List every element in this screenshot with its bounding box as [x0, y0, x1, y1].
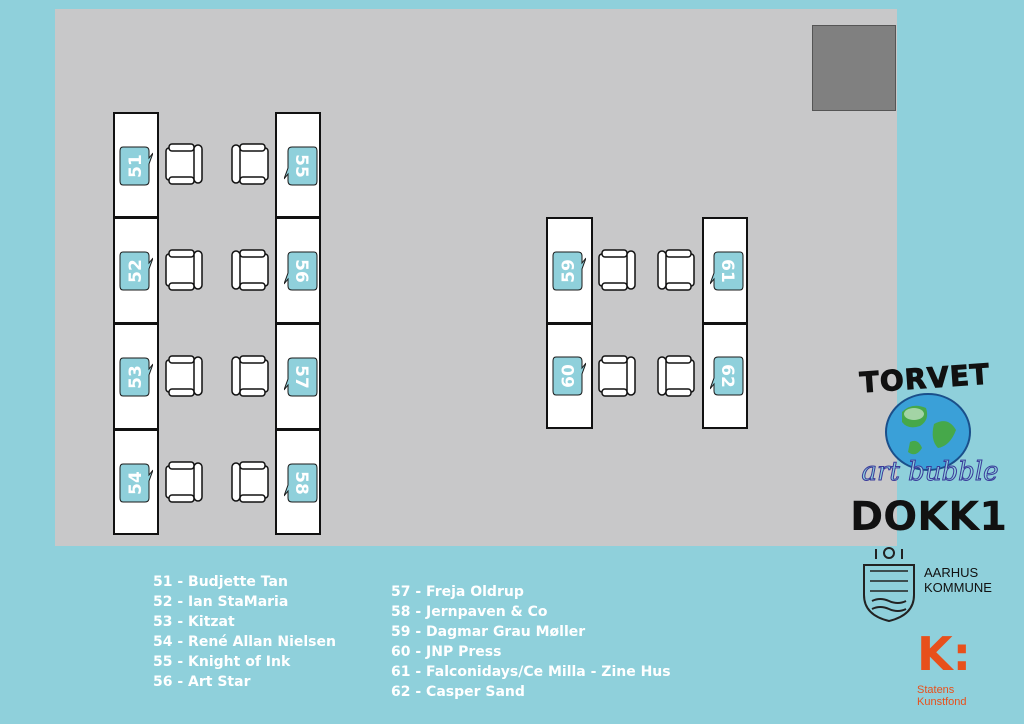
chair — [596, 354, 638, 398]
stand-bubble-56: 56 — [284, 249, 318, 293]
legend-entry-57: 57 - Freja Oldrup — [391, 584, 524, 600]
legend-entry-53: 53 - Kitzat — [153, 614, 235, 630]
legend-entry-60: 60 - JNP Press — [391, 644, 502, 660]
stand-number-61: 61 — [717, 259, 737, 283]
statens-line-2: Kunstfond — [917, 696, 967, 708]
stand-bubble-55: 55 — [284, 144, 318, 188]
aarhus-line-1: AARHUS — [924, 565, 979, 580]
chair — [163, 354, 205, 398]
stand-number-60: 60 — [559, 364, 579, 388]
torvet-text: TORVET — [859, 357, 991, 399]
legend-entry-59: 59 - Dagmar Grau Møller — [391, 624, 586, 640]
chair — [655, 354, 697, 398]
legend-entry-55: 55 - Knight of Ink — [153, 654, 291, 670]
stand-bubble-52: 52 — [119, 249, 153, 293]
stand-bubble-53: 53 — [119, 355, 153, 399]
stand-number-56: 56 — [291, 259, 311, 283]
pillar — [812, 25, 896, 111]
torvet-art-bubble-logo: TORVET art bubble — [850, 350, 1000, 490]
statens-kunstfond-logo: K: Statens Kunstfond — [917, 630, 997, 720]
chair — [229, 142, 271, 186]
chair — [229, 460, 271, 504]
legend-entry-61: 61 - Falconidays/Ce Milla - Zine Hus — [391, 664, 671, 680]
stand-bubble-59: 59 — [552, 249, 586, 293]
aarhus-line-2: KOMMUNE — [924, 580, 992, 595]
stand-number-57: 57 — [291, 365, 311, 389]
chair — [655, 248, 697, 292]
chair — [229, 248, 271, 292]
stand-number-52: 52 — [126, 259, 146, 283]
legend-column-1: 51 - Budjette Tan 52 - Ian StaMaria 53 -… — [153, 572, 336, 692]
stand-bubble-57: 57 — [284, 355, 318, 399]
legend-entry-62: 62 - Casper Sand — [391, 684, 525, 700]
legend-entry-51: 51 - Budjette Tan — [153, 574, 288, 590]
art-bubble-text: art bubble — [861, 457, 998, 487]
stand-bubble-54: 54 — [119, 461, 153, 505]
stand-bubble-58: 58 — [284, 461, 318, 505]
stand-number-51: 51 — [126, 154, 146, 178]
stand-bubble-60: 60 — [552, 354, 586, 398]
chair — [163, 460, 205, 504]
legend-entry-52: 52 - Ian StaMaria — [153, 594, 289, 610]
kunstfond-mark: K: — [917, 627, 972, 681]
stand-number-53: 53 — [126, 365, 146, 389]
chair — [596, 248, 638, 292]
legend-entry-58: 58 - Jernpaven & Co — [391, 604, 548, 620]
legend-entry-56: 56 - Art Star — [153, 674, 251, 690]
aarhus-crest-icon — [863, 547, 915, 623]
stand-bubble-61: 61 — [710, 249, 744, 293]
stand-number-58: 58 — [291, 471, 311, 495]
statens-line-1: Statens — [917, 684, 955, 696]
chair — [229, 354, 271, 398]
dokk1-logo: DOKK1 — [850, 494, 1008, 540]
chair — [163, 248, 205, 292]
stand-bubble-51: 51 — [119, 144, 153, 188]
aarhus-kommune-logo: AARHUS KOMMUNE — [858, 543, 1018, 623]
stand-number-55: 55 — [291, 154, 311, 178]
stand-number-59: 59 — [559, 259, 579, 283]
stand-bubble-62: 62 — [710, 354, 744, 398]
stand-number-54: 54 — [126, 471, 146, 495]
legend-entry-54: 54 - René Allan Nielsen — [153, 634, 336, 650]
chair — [163, 142, 205, 186]
legend-column-2: 57 - Freja Oldrup 58 - Jernpaven & Co 59… — [391, 582, 671, 702]
stand-number-62: 62 — [717, 364, 737, 388]
